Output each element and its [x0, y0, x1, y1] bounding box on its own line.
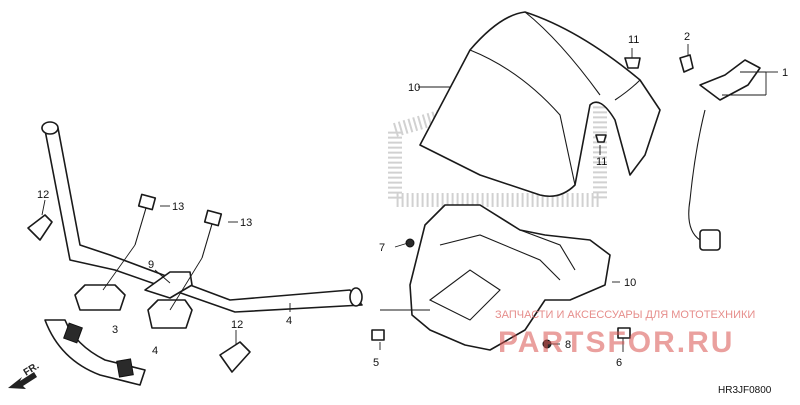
callout-13-left: 13 [172, 201, 184, 213]
callout-9: 11 [628, 34, 639, 46]
front-direction-arrow: FR. [8, 361, 41, 389]
part-2-clip[interactable] [679, 54, 694, 73]
watermark: ЗАПЧАСТИ И АКСЕССУАРЫ ДЛЯ МОТОТЕХНИКИ PA… [495, 309, 755, 359]
part-4-holder-left[interactable] [74, 284, 126, 311]
callout-4-left: 3 [112, 324, 118, 336]
background-wing-logo [388, 60, 607, 207]
part-7-lower-cover[interactable] [409, 204, 611, 351]
part-6-upper-cover[interactable] [419, 11, 661, 198]
callout-13-right: 13 [240, 217, 252, 229]
callout-12-lower: 8 [565, 339, 571, 351]
callout-6: 10 [408, 82, 420, 94]
part-12-screw-upper[interactable] [405, 238, 415, 248]
callout-3: 4 [286, 315, 292, 327]
callout-12-upper: 7 [379, 242, 385, 254]
callout-8: 11 [596, 156, 607, 168]
watermark-text: ЗАПЧАСТИ И АКСЕССУАРЫ ДЛЯ МОТОТЕХНИКИ [495, 309, 755, 321]
leader-lines [41, 44, 778, 352]
part-11-band-left[interactable] [27, 214, 53, 241]
part-13-bolt-left[interactable] [134, 193, 157, 246]
callout-10-left: 5 [373, 357, 379, 369]
part-10-screw-left[interactable] [371, 329, 385, 341]
callout-10-right: 6 [616, 357, 622, 369]
part-1-switch-assembly[interactable] [688, 59, 761, 251]
direction-label: FR. [22, 361, 42, 379]
part-8-clip[interactable] [595, 134, 607, 143]
watermark-brand: PARTSFOR.RU [498, 326, 734, 359]
callout-5: 9 [148, 259, 154, 271]
callout-2: 2 [684, 31, 690, 43]
callout-11-left: 12 [37, 189, 49, 201]
callout-1: 1 [782, 67, 788, 79]
part-4-holder-right[interactable] [147, 299, 193, 329]
part-9-clip[interactable] [624, 57, 641, 69]
part-10-screw-right[interactable] [617, 327, 631, 339]
part-3-handlebar[interactable] [41, 121, 363, 386]
part-11-band-right[interactable] [219, 341, 251, 373]
callout-11-right: 12 [231, 319, 243, 331]
callouts: 10 1 2 11 11 10 13 13 12 12 9 3 4 4 7 8 … [37, 31, 788, 369]
part-13-bolt-right[interactable] [201, 209, 223, 259]
diagram-code: HR3JF0800 [718, 385, 772, 396]
callout-7: 10 [624, 277, 636, 289]
callout-4-right: 4 [152, 345, 158, 357]
part-5-bracket[interactable] [144, 271, 193, 299]
